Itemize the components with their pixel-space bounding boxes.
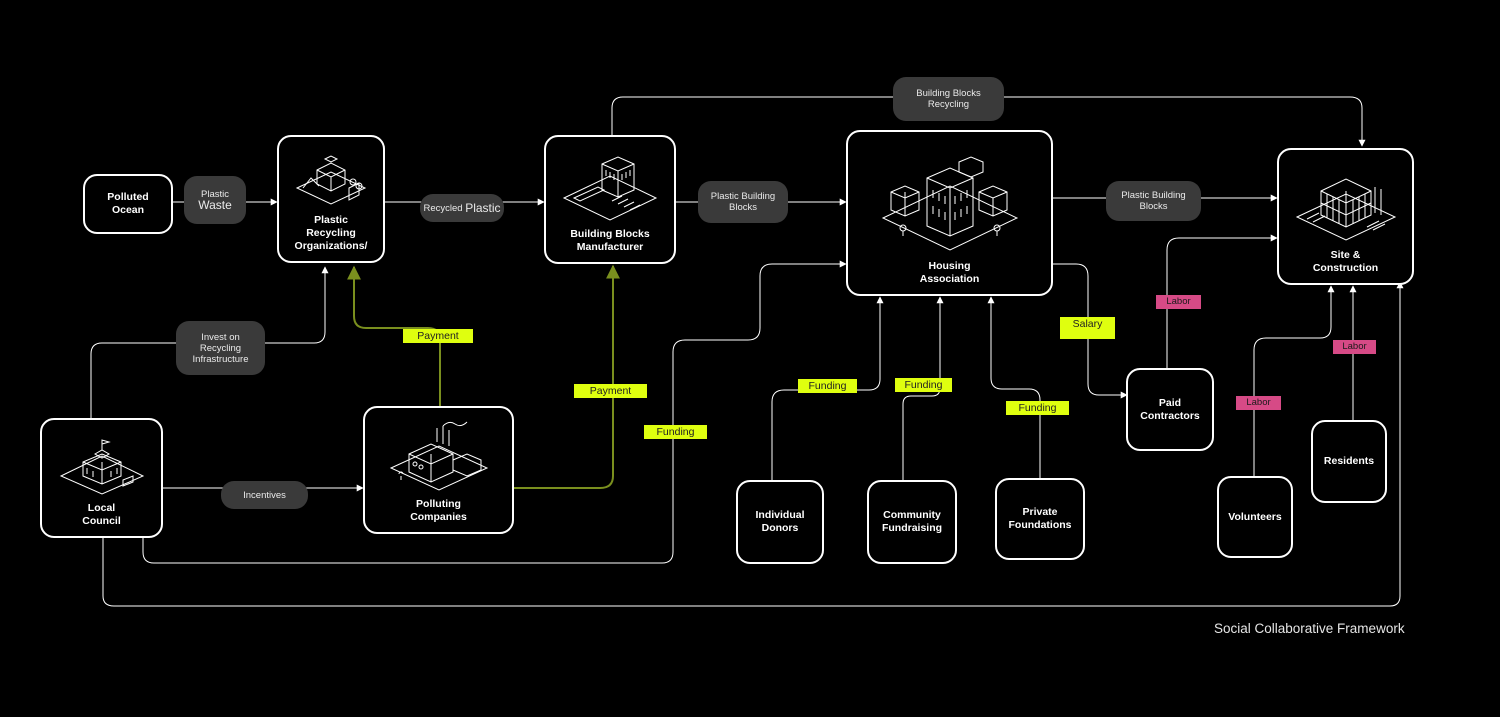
tag-funding-community: Funding [895,378,952,392]
node-housing-association: Housing Association [846,130,1053,296]
pill-plastic-building-blocks-2: Plastic Building Blocks [1106,181,1201,221]
node-label: Community Fundraising [881,509,943,534]
pill-plastic-waste: Plastic Waste [184,176,246,224]
node-label: Individual Donors [755,509,805,534]
node-paid-contractors: Paid Contractors [1126,368,1214,451]
tag-payment-manufacturer: Payment [574,384,647,398]
node-local-council: Local Council [40,418,163,538]
construction-site-icon [1295,178,1396,241]
factory-icon [562,156,658,221]
tag-payment-recycling: Payment [403,329,473,343]
pill-plastic-building-blocks-1: Plastic Building Blocks [698,181,788,223]
node-label: Paid Contractors [1140,396,1200,422]
node-private-foundations: Private Foundations [995,478,1085,560]
tag-funding-council: Funding [644,425,707,439]
node-volunteers: Volunteers [1217,476,1293,558]
node-residents: Residents [1311,420,1387,503]
tag-funding-donors: Funding [798,379,857,393]
pill-incentives: Incentives [221,481,308,509]
node-label: Volunteers [1228,510,1282,523]
node-building-blocks-manufacturer: Building Blocks Manufacturer [544,135,676,264]
node-label: Local Council [82,502,121,527]
node-individual-donors: Individual Donors [736,480,824,564]
edge-payment-manufacturer [514,264,620,489]
polluting-factory-icon [389,421,488,491]
tag-labor-residents: Labor [1333,340,1376,354]
pill-label-big: Waste [198,198,232,212]
edge-council-site [102,281,1404,607]
node-label: Plastic Recycling Organizations/ [294,214,368,252]
node-label: Polluted Ocean [107,191,149,216]
recycling-plant-icon [295,155,367,205]
tag-labor-volunteers: Labor [1236,396,1281,410]
node-plastic-recycling: Plastic Recycling Organizations/ [277,135,385,263]
pill-label-big: Plastic [465,200,501,215]
node-site-construction: Site & Construction [1277,148,1414,285]
node-label: Residents [1323,455,1375,467]
edge-council-funding [142,260,847,564]
node-polluted-ocean: Polluted Ocean [83,174,173,234]
tag-labor-contractors: Labor [1156,295,1201,309]
node-label: Polluting Companies [410,498,467,523]
node-label: Private Foundations [1008,506,1072,531]
edge-contractors-labor [1166,234,1278,368]
diagram-caption: Social Collaborative Framework [1214,621,1405,636]
pill-recycled-plastic: Recycled Plastic [420,194,504,222]
node-label: Site & Construction [1312,249,1379,274]
housing-buildings-icon [881,156,1018,251]
pill-building-blocks-recycling: Building Blocks Recycling [893,77,1004,121]
town-hall-icon [59,439,144,495]
tag-salary: Salary [1060,317,1115,339]
edge-foundations-funding [987,296,1041,478]
edge-volunteers-labor [1253,285,1335,476]
node-community-fundraising: Community Fundraising [867,480,957,564]
pill-label-small: Recycled [423,202,463,214]
node-label: Housing Association [919,260,980,285]
node-label: Building Blocks Manufacturer [570,228,650,253]
node-polluting-companies: Polluting Companies [363,406,514,534]
pill-label-small: Plastic [201,189,229,200]
tag-funding-foundations: Funding [1006,401,1069,415]
pill-invest-recycling: Invest on Recycling Infrastructure [176,321,265,375]
